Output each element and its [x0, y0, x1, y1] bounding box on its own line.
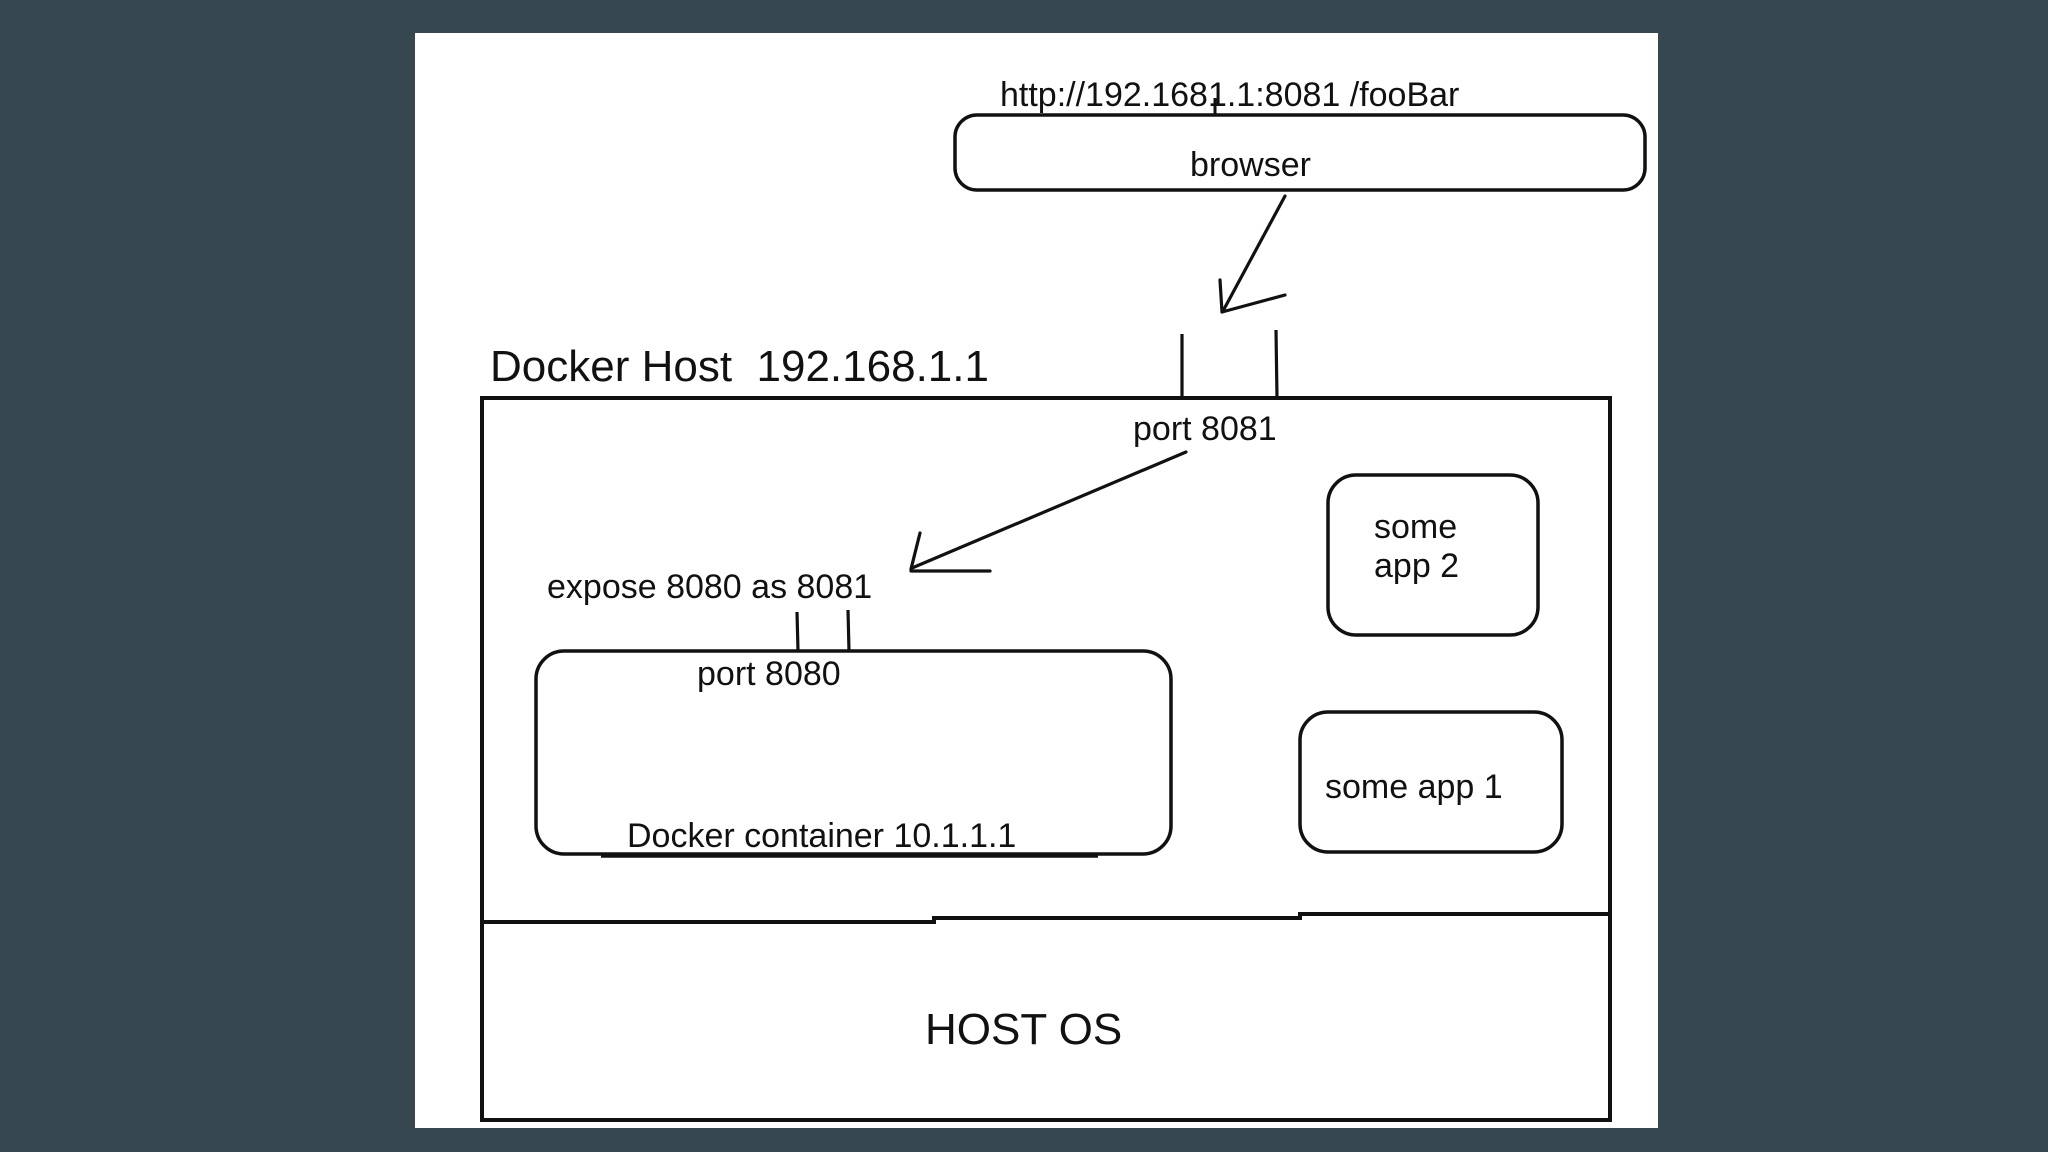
host-os-label: HOST OS	[925, 1005, 1123, 1054]
some-app-2-label: some app 2	[1374, 508, 1460, 586]
host-port-8081-label: port 8081	[1133, 410, 1277, 448]
docker-host-title: Docker Host 192.168.1.1	[490, 342, 989, 391]
some-app-1-label: some app 1	[1325, 768, 1503, 806]
browser-label: browser	[1190, 146, 1311, 184]
container-port-8080-label: port 8080	[697, 655, 841, 693]
docker-container-label: Docker container 10.1.1.1	[627, 817, 1017, 855]
url-label: http://192.1681.1:8081 /fooBar	[1000, 76, 1460, 114]
expose-port-mapping-label: expose 8080 as 8081	[547, 568, 873, 606]
